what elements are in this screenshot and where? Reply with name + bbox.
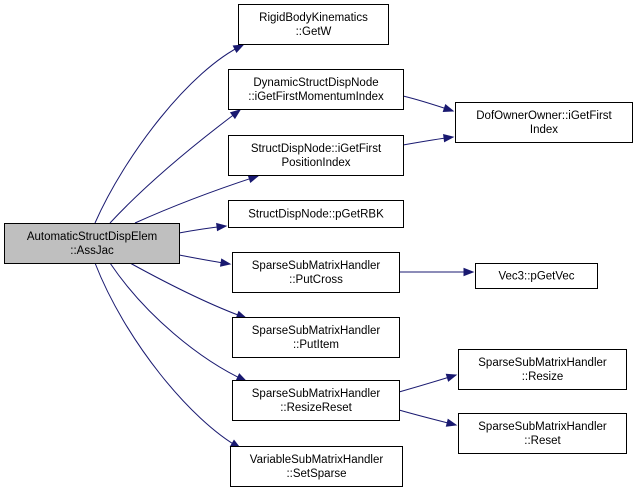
node-label-line: ::GetW	[296, 26, 332, 38]
node-label-line: ::AssJac	[70, 245, 114, 257]
node-label-line: Index	[530, 124, 558, 136]
edge-position-to-dofowner	[402, 134, 455, 146]
node-box[interactable]	[232, 252, 400, 293]
arrowhead-icon	[445, 373, 458, 382]
arrowhead-icon	[229, 109, 242, 120]
node-label-line: ::Reset	[524, 435, 561, 447]
node-box[interactable]	[232, 380, 400, 421]
edge-line	[129, 262, 247, 319]
edge-line	[109, 262, 247, 382]
node-reset[interactable]: SparseSubMatrixHandler::Reset	[458, 413, 627, 454]
edge-momentum-to-dofowner	[402, 95, 455, 113]
edge-root-to-putitem	[129, 262, 248, 319]
node-pgetvec[interactable]: Vec3::pGetVec	[475, 263, 598, 289]
node-label-line: Vec3::pGetVec	[498, 271, 574, 283]
arrowhead-icon	[463, 267, 475, 277]
edge-root-to-pgetrbk	[178, 222, 228, 234]
arrowhead-icon	[232, 44, 245, 54]
node-label-line: SparseSubMatrixHandler	[252, 260, 381, 272]
node-label-line: SparseSubMatrixHandler	[478, 421, 607, 433]
node-label-line: ::iGetFirstMomentumIndex	[248, 91, 384, 103]
node-box[interactable]	[455, 102, 633, 143]
node-label-line: SparseSubMatrixHandler	[252, 388, 381, 400]
node-resize[interactable]: SparseSubMatrixHandler::Resize	[458, 349, 627, 390]
node-momentum[interactable]: DynamicStructDispNode::iGetFirstMomentum…	[228, 69, 404, 110]
node-label-line: SparseSubMatrixHandler	[252, 325, 381, 337]
edge-line	[94, 262, 241, 449]
node-box[interactable]	[228, 200, 404, 228]
node-label-line: ::PutItem	[293, 339, 339, 351]
edge-line	[109, 109, 241, 224]
node-label-line: AutomaticStructDispElem	[27, 231, 157, 243]
arrowhead-icon	[235, 373, 248, 382]
node-resizereset[interactable]: SparseSubMatrixHandler::ResizeReset	[232, 380, 400, 421]
node-box[interactable]	[458, 413, 627, 454]
node-putcross[interactable]: SparseSubMatrixHandler::PutCross	[232, 252, 400, 293]
node-box[interactable]	[238, 4, 389, 45]
arrowhead-icon	[442, 103, 455, 113]
edge-resizereset-to-reset	[398, 409, 458, 427]
arrowhead-icon	[216, 222, 228, 232]
edge-resizereset-to-resize	[398, 373, 458, 393]
node-box[interactable]	[228, 135, 404, 176]
edges-layer	[94, 44, 475, 449]
node-label-line: ::Resize	[522, 371, 564, 383]
node-label-line: ::PutCross	[289, 274, 343, 286]
node-label-line: SparseSubMatrixHandler	[478, 357, 607, 369]
arrowhead-icon	[443, 134, 455, 143]
edge-line	[134, 175, 259, 224]
arrowhead-icon	[247, 174, 260, 183]
node-setsparse[interactable]: VariableSubMatrixHandler::SetSparse	[230, 446, 403, 487]
arrowhead-icon	[445, 418, 458, 427]
node-label-line: DynamicStructDispNode	[253, 77, 378, 89]
node-box[interactable]	[230, 446, 403, 487]
node-box[interactable]	[475, 263, 598, 289]
node-label-line: VariableSubMatrixHandler	[250, 454, 384, 466]
node-label-line: ::ResizeReset	[280, 402, 352, 414]
node-box[interactable]	[458, 349, 627, 390]
edge-putcross-to-pgetvec	[399, 267, 475, 277]
node-root[interactable]: AutomaticStructDispElem::AssJac	[4, 223, 180, 264]
edge-root-to-getw	[94, 44, 245, 224]
node-putitem[interactable]: SparseSubMatrixHandler::PutItem	[232, 317, 400, 358]
node-label-line: RigidBodyKinematics	[259, 12, 368, 24]
edge-root-to-momentum	[109, 109, 242, 224]
node-label-line: PositionIndex	[281, 157, 350, 169]
arrowhead-icon	[219, 258, 232, 267]
node-pgetrbk[interactable]: StructDispNode::pGetRBK	[228, 200, 404, 228]
node-label-line: StructDispNode::iGetFirst	[251, 143, 382, 155]
node-box[interactable]	[4, 223, 180, 264]
edge-root-to-resizereset	[109, 262, 248, 382]
edge-root-to-putcross	[178, 254, 232, 267]
node-box[interactable]	[232, 317, 400, 358]
edge-line	[94, 44, 244, 224]
nodes-layer: AutomaticStructDispElem::AssJac RigidBody…	[4, 4, 633, 487]
edge-root-to-setsparse	[94, 262, 242, 449]
node-box[interactable]	[228, 69, 404, 110]
node-label-line: ::SetSparse	[286, 468, 346, 480]
node-getw[interactable]: RigidBodyKinematics::GetW	[238, 4, 389, 45]
node-label-line: DofOwnerOwner::iGetFirst	[476, 110, 612, 122]
node-label-line: StructDispNode::pGetRBK	[248, 209, 384, 221]
